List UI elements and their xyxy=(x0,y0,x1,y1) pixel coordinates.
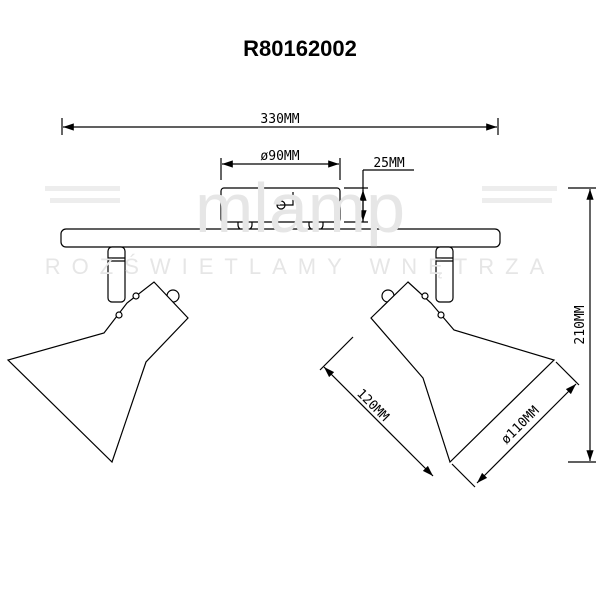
canopy-diameter-dimension: ø90MM xyxy=(220,149,341,180)
width-label: 330MM xyxy=(260,112,299,127)
right-spotlight-shade xyxy=(370,281,556,464)
watermark-tagline: ROZŚWIETLAMY WNĘTRZA xyxy=(45,254,556,279)
left-spotlight-shade xyxy=(6,281,189,464)
shade-length-label: 120MM xyxy=(353,386,391,424)
fixture-body xyxy=(60,187,501,303)
canopy-height-label: 25MM xyxy=(373,156,404,171)
canopy-diameter-label: ø90MM xyxy=(260,149,299,164)
watermark: mlamp ROZŚWIETLAMY WNĘTRZA xyxy=(45,169,557,279)
watermark-logo: mlamp xyxy=(195,169,405,247)
shade-diameter-label: ø110MM xyxy=(499,403,543,447)
canopy-height-dimension: 25MM xyxy=(344,156,414,223)
height-label: 210MM xyxy=(573,305,588,344)
product-code: R80162002 xyxy=(243,36,357,61)
width-dimension: 330MM xyxy=(61,112,499,135)
height-dimension: 210MM xyxy=(568,187,596,463)
